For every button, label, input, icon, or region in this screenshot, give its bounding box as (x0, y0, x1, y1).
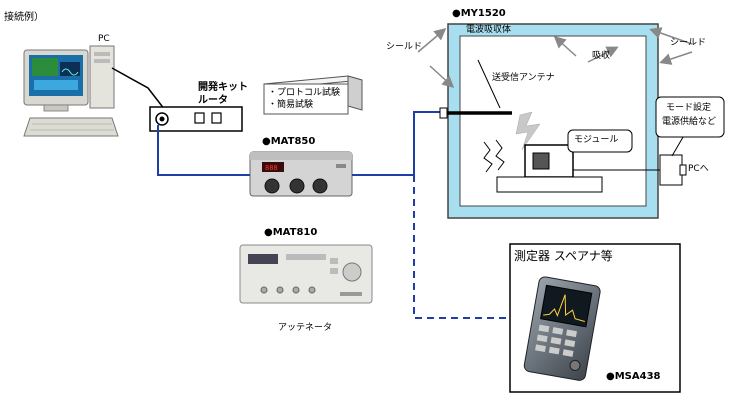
instrument-title: 測定器 スペアナ等 (514, 249, 613, 263)
shield-label-right: シールド (670, 38, 707, 48)
mat850-chamber-cable (352, 111, 440, 176)
shield-label-left: シールド (386, 42, 423, 52)
spectrum-analyzer (523, 276, 601, 381)
mode-setting-label-line1: モード設定 (666, 103, 712, 113)
msa438-label: ●MSA438 (606, 371, 661, 382)
connection-example-label: 接続例） (4, 12, 44, 23)
pc-tower (89, 45, 115, 109)
instrument-panel (509, 243, 681, 393)
signal-bolt (515, 111, 541, 151)
router-box (149, 106, 243, 132)
antenna-label: 送受信アンテナ (492, 73, 555, 83)
absorber-label: 電波吸収体 (466, 25, 512, 35)
my1520-label: ●MY1520 (452, 8, 506, 19)
module-label: モジュール (574, 135, 619, 145)
note-item-protocol: ・プロトコル試験 (268, 88, 341, 98)
router-mat850-cable (157, 125, 250, 176)
kit-label-line2: ルータ (198, 95, 228, 106)
chamber-my1520 (417, 23, 693, 219)
mat850-device: 888 (249, 151, 353, 197)
mode-setting-label-line2: 電源供給など (662, 117, 717, 127)
mat810-device (239, 244, 373, 304)
pc-label: PC (98, 34, 110, 44)
note-item-simple: ・簡易試験 (268, 100, 314, 110)
pc-router-cable (111, 67, 166, 111)
to-pc-label: PCへ (688, 164, 709, 174)
attenuator-label: アッテネータ (278, 323, 333, 333)
mat810-label: ●MAT810 (264, 227, 318, 238)
mat850-label: ●MAT850 (262, 136, 316, 147)
absorb-label: 吸収 (592, 51, 611, 61)
pc-computer (23, 45, 119, 137)
pc-keyboard (23, 117, 119, 137)
spectrum-analyzer-cable (413, 175, 510, 319)
control-box (655, 96, 725, 186)
test-note-box (263, 75, 363, 115)
kit-label-line1: 開発キット (198, 82, 248, 93)
svg-text:888: 888 (265, 164, 278, 172)
